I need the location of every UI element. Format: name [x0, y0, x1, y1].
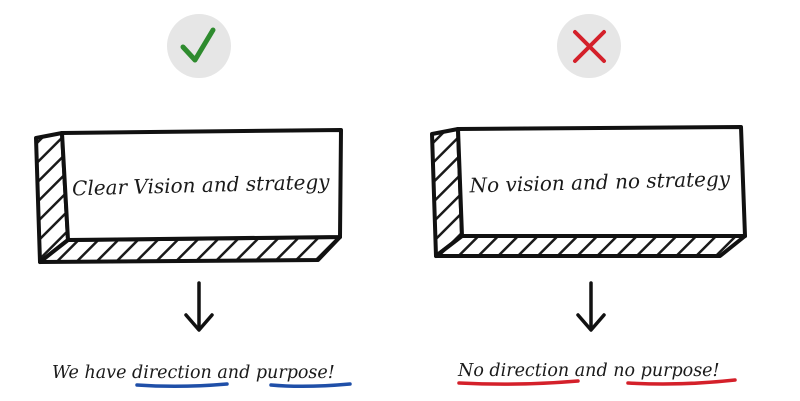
outcome-sentence: No direction and no purpose! [457, 361, 720, 381]
panel-positive: Clear Vision and strategy We have direct… [34, 14, 352, 389]
underline-purpose [269, 382, 352, 389]
outcome-word-purpose: purpose! [256, 363, 335, 383]
outcome-conjunction: and [217, 363, 250, 383]
down-arrow-icon [184, 281, 214, 332]
panel-negative: No vision and no strategy No direction a… [430, 14, 747, 386]
check-icon [180, 27, 216, 63]
box-bottom-face [434, 234, 747, 258]
check-badge [167, 14, 231, 78]
outcome-word-purpose: no purpose! [613, 361, 719, 381]
strategy-box: No vision and no strategy [430, 125, 747, 258]
outcome-conjunction: and [575, 361, 608, 381]
down-arrow-icon [576, 281, 606, 332]
box-front-face [60, 128, 343, 242]
strategy-box: Clear Vision and strategy [34, 128, 343, 264]
outcome-word-direction: direction [132, 363, 212, 383]
cross-icon [573, 30, 606, 63]
outcome-prefix: We have [52, 363, 126, 383]
box-front-face [456, 125, 747, 238]
cross-badge [557, 14, 621, 78]
underline-purpose [626, 378, 737, 386]
outcome-sentence: We have direction and purpose! [52, 363, 335, 383]
outcome-word-direction: No direction [457, 361, 569, 381]
underline-direction [135, 382, 229, 389]
underline-direction [457, 379, 580, 386]
